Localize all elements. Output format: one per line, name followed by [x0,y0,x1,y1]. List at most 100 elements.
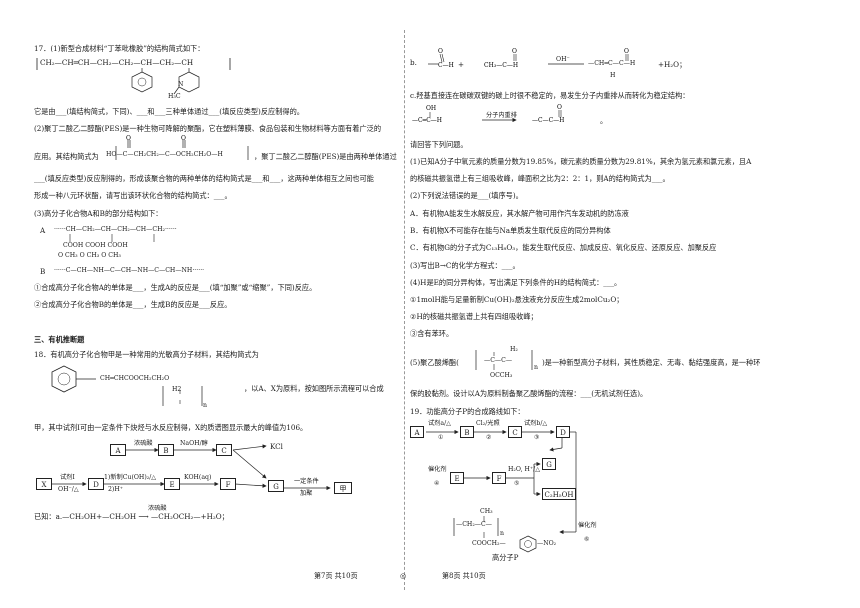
flow18-cond-bc: NaOH/醇 [180,440,208,447]
q17-q2: ②合成高分子化合物B的单体是___，生成B的反应是___反应。 [34,300,232,309]
r7-text: 保的胶黏剂。设计以A为原料制备聚乙酸烯酯的流程：___(无机试剂任选)。 [410,389,648,398]
q18-text-a: 18．有机高分子化合物甲是一种常用的光敏高分子材料，其结构简式为 [34,350,259,359]
known-c-cond: 分子内重排 [486,112,517,119]
pvac-structure [475,350,533,370]
tautomer-reaction: OH —C═C—H —C—C—H O [412,104,564,124]
svg-text:O: O [557,104,562,111]
option-a: A．有机物A能发生水解反应，其水解产物可用作汽车发动机的防冻液 [410,209,629,218]
flow19-box-a: A [410,426,424,438]
pes-formula: HO—C—CH₂CH₂—C—OCH₂CH₂O—H [106,151,223,158]
q17-line6: (3)高分子化合物A和B的部分结构如下： [34,209,163,218]
flow19-arrows [426,429,577,535]
svg-text:O: O [126,135,131,142]
pvac-formula: —C—C— [484,357,513,364]
option-b: B．有机物X不可能存在能与Na单质发生取代反应的同分异构体 [410,226,611,235]
q18-n: n [203,402,207,409]
q17-q1: ①合成高分子化合物A的单体是___，生成A的反应是___(填“加聚”或“缩聚”，… [34,283,317,292]
cond-3: ③含有苯环。 [410,329,454,338]
flow18-cond-de-top: 1)新制Cu(OH)₂/△ [104,474,157,481]
known-c-end: 。 [600,116,608,125]
r1-text: (1)已知A分子中氧元素的质量分数为19.85%，碳元素的质量分数为29.81%… [410,157,752,166]
svg-text:CH₃—C—H: CH₃—C—H [484,62,518,69]
q17-formula-main: CH₂—CH═CH—CH₂—CH₂—CH—CH₂—CH [40,58,194,67]
poly-a-bonds [69,234,155,242]
column-divider [404,30,405,590]
flow19-box-b: B [460,426,474,438]
svg-text:OH: OH [426,105,436,112]
aldehyde-reaction: O C—H O CH₃—C—H O [428,48,629,69]
r6-text-b: )是一种新型高分子材料，其性质稳定、无毒、黏结强度高，是一种环 [542,358,761,367]
footer-page-left: 第7页 共10页 [314,572,358,580]
svg-text:O: O [181,135,186,142]
flow19-box-g: G [542,458,556,470]
cond-2: ②H的核磁共振氢谱上共有四组吸收峰； [410,312,538,321]
right-column: b. O C—H O CH₃—C—H O + OH⁻ —CH═C—C—H H +… [410,0,860,608]
footer-mid-symbol: ◎ [400,572,407,580]
q19-text: 19．功能高分子P的合成路线如下： [410,407,525,416]
flow19-step3: 试剂b/△ [524,420,548,427]
q17-line3a: 应用。其结构简式为 [34,152,99,161]
flow18-cond-ab: 浓硫酸 [134,440,153,447]
flow18-box-b: B [158,444,174,456]
svg-text:—C═C—H: —C═C—H [412,117,442,124]
flow19-step4n: ④ [434,480,440,487]
known-b-h: H [610,72,616,79]
flow18-box-x: X [36,478,52,490]
poly-b-top: O CH₃ O CH₃ O CH₃ [58,252,121,259]
svg-text:—C—C—H: —C—C—H [532,117,564,124]
flow18-arrows [50,444,331,491]
known-b-cond: OH⁻ [556,56,570,63]
polymer-p-chain: —CH₂—C— [456,521,492,528]
flow19-step1n: ① [438,434,444,441]
flow18-box-a: A [110,444,126,456]
poly-a-chain: ······CH—CH₂—CH—CH₂—CH—CH₂······ [54,226,177,233]
poly-a-sub: COOH COOH COOH [63,242,128,249]
flow19-step1: 试剂a/△ [428,420,451,427]
known-b-water: +H₂O； [658,60,687,69]
flow19-step2n: ② [486,434,492,441]
flow19-box-c: C [508,426,522,438]
q17-line2: (2)聚丁二酸乙二醇酯(PES)是一种生物可降解的聚酯，它在塑料薄膜、食品包装和… [34,124,382,133]
q18-text-b: ，以A、X为原料，按如图所示流程可以合成 [244,384,384,393]
flow19-box-d: D [556,426,570,438]
flow18-box-c: C [216,444,232,456]
flow18-cond-xd-top: 试剂I [60,474,75,481]
q17-polymer-structure [36,58,231,95]
flow18-box-jia: 甲 [334,482,352,494]
flow18-box-g: G [268,480,284,492]
flow18-cond-gj-bot: 加聚 [300,490,313,497]
flow19-step3n: ③ [534,434,540,441]
r3-text: (2)下列说法错误的是___(填序号)。 [410,191,523,200]
flow19-step5n: ⑤ [514,480,520,487]
flow18-cond-gj-top: 一定条件 [294,478,319,485]
q18-h2: H2 [172,386,182,393]
polymer-p-label: 高分子P [492,553,519,562]
pvac-ococh3: OCCH₃ [490,372,513,379]
svg-text:O: O [512,48,517,55]
polymer-p-cooch2: COOCH₂— [472,540,506,547]
r4-text: (3)写出B→C的化学方程式：___。 [410,261,520,270]
q17-header: 17．(1)新型合成材料“丁苯吡橡胶”的结构简式如下： [34,44,205,53]
polymer-p-no2: —NO₂ [537,540,557,547]
footer-page-right: 第8页 共10页 [442,572,486,580]
q17-line5: 形成一种八元环状酯，请写出该环状化合物的结构简式：___。 [34,191,232,200]
q17-n-atom: N [178,81,184,88]
polymer-p-n: n [500,530,504,537]
known-line: 已知：a.—CH₂OH+—CH₂OH ⟶ —CH₂OCH₂—+H₂O； [34,512,229,521]
flow19-box-e: E [450,472,464,484]
q18-text-c: 甲，其中试剂I可由一定条件下炔烃与水反应制得，X的质谱图显示最大的峰值为106。 [34,423,308,432]
flow18-kcl: KCl [270,442,283,451]
flow18-cond-xd-bot: OH⁻/△ [58,486,79,493]
polymer-p-structure [453,516,537,553]
pvac-n: n [534,364,538,371]
svg-text:C—H: C—H [438,62,454,69]
flow18-box-d: D [88,478,104,490]
svg-text:O: O [438,48,443,55]
q18-formula: CH═CHCOOCH₂CH₂O [100,375,170,382]
flow19-box-ethanol: C₂H₅OH [542,488,576,500]
flow18-cond-de-bot: 2)H⁺ [108,486,124,493]
poly-b-chain: ······C—CH—NH—C—CH—NH—C—CH—NH······ [54,267,205,274]
q17-line3b: ，聚丁二酸乙二醇酯(PES)是由两种单体通过 [254,152,397,161]
flow19-step5: H₂O, H⁺/△ [508,466,541,473]
pes-structure: O O [115,135,249,160]
